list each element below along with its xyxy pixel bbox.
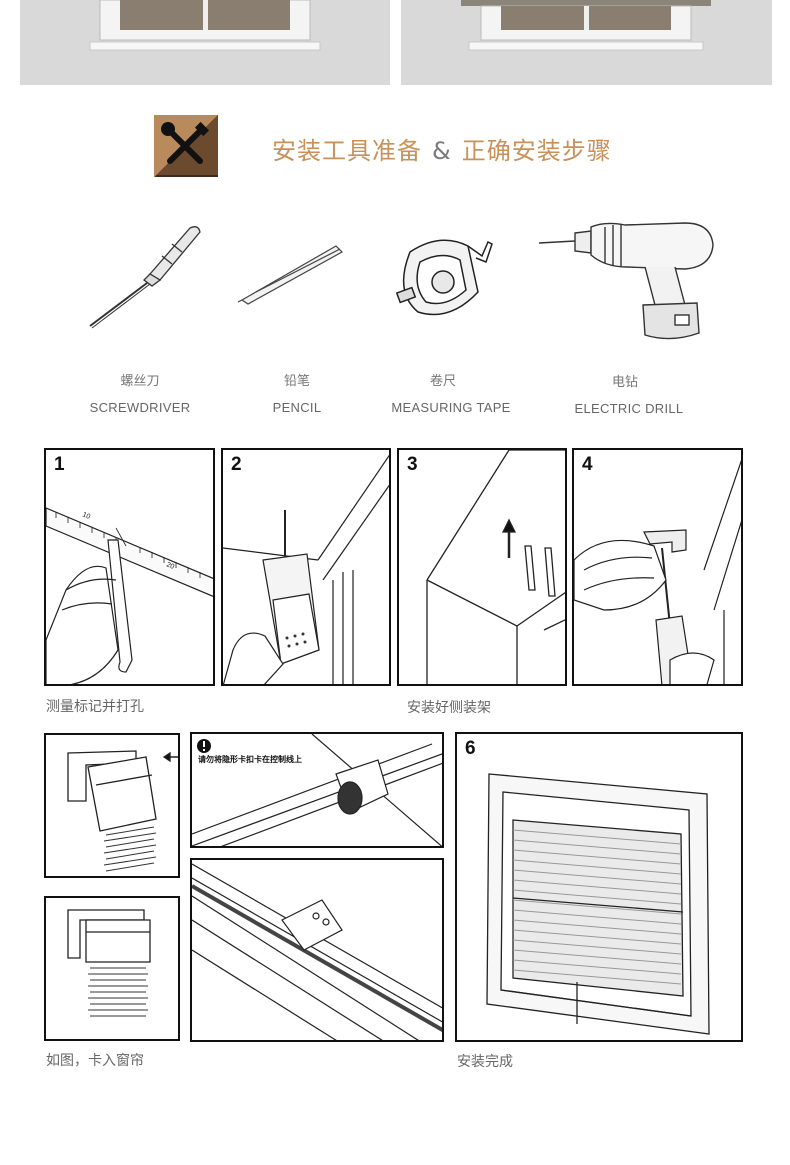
caption-measure: 测量标记并打孔 xyxy=(46,699,144,715)
tool-label-cn-measuring-tape: 卷尺 xyxy=(429,374,456,389)
anchor-illustration xyxy=(426,450,565,684)
step-4-number: 4 xyxy=(582,454,593,475)
tool-label-cn-electric-drill: 电钻 xyxy=(611,375,638,390)
measuring-tape-icon xyxy=(395,239,493,316)
title-ampersand: & xyxy=(432,137,452,165)
warning-text: 请勿将隐形卡扣卡在控制线上 xyxy=(198,755,302,764)
clip-step-b-panel xyxy=(44,896,180,1041)
tool-label-cn-pencil: 铅笔 xyxy=(283,374,310,389)
tool-label-cn-screwdriver: 螺丝刀 xyxy=(120,374,160,389)
tool-label-en-measuring-tape: MEASURING TAPE xyxy=(391,400,511,415)
step-2-number: 2 xyxy=(231,454,242,475)
pencil-icon xyxy=(237,245,343,305)
svg-text:20: 20 xyxy=(165,561,175,571)
window-banner-left xyxy=(20,0,390,85)
window-banner-right xyxy=(401,0,772,85)
rail-clip-illustration xyxy=(192,734,442,846)
drill-hole-illustration xyxy=(223,454,389,684)
electric-drill-icon xyxy=(538,222,714,340)
tools-icon xyxy=(154,115,218,177)
step-1-panel: 1 10 20 xyxy=(44,448,215,686)
caption-done: 安装完成 xyxy=(457,1054,513,1070)
title-part-tools: 安装工具准备 xyxy=(272,137,422,165)
warning-panel: 请勿将隐形卡扣卡在控制线上 xyxy=(190,732,444,848)
clip-insert-illustration xyxy=(67,750,178,872)
title-part-steps: 正确安装步骤 xyxy=(461,137,612,165)
step-6-panel: 6 xyxy=(455,732,743,1042)
step-6-number: 6 xyxy=(465,738,476,759)
caption-bracket: 安装好侧装架 xyxy=(407,700,491,716)
measure-mark-illustration: 10 20 xyxy=(46,507,213,684)
tool-label-en-electric-drill: ELECTRIC DRILL xyxy=(574,401,684,416)
step-4-panel: 4 xyxy=(572,448,743,686)
screwdriver-icon xyxy=(89,226,201,329)
section-title: 安装工具准备&正确安装步骤 xyxy=(272,131,652,166)
tool-label-en-pencil: PENCIL xyxy=(272,400,322,415)
rail-detail-panel xyxy=(190,858,444,1042)
tool-label-en-screwdriver: SCREWDRIVER xyxy=(89,400,191,415)
caption-clip: 如图，卡入窗帘 xyxy=(46,1053,144,1069)
svg-text:10: 10 xyxy=(81,511,91,521)
step-3-panel: 3 xyxy=(397,448,567,686)
installed-blind-illustration xyxy=(486,773,710,1035)
clip-step-a-panel xyxy=(44,733,180,878)
step-3-number: 3 xyxy=(407,454,418,475)
screw-bracket-illustration xyxy=(574,459,741,684)
step-2-panel: 2 xyxy=(221,448,391,686)
step-1-number: 1 xyxy=(54,454,65,475)
rail-detail-illustration xyxy=(192,863,442,1040)
clip-locked-illustration xyxy=(67,909,151,1017)
